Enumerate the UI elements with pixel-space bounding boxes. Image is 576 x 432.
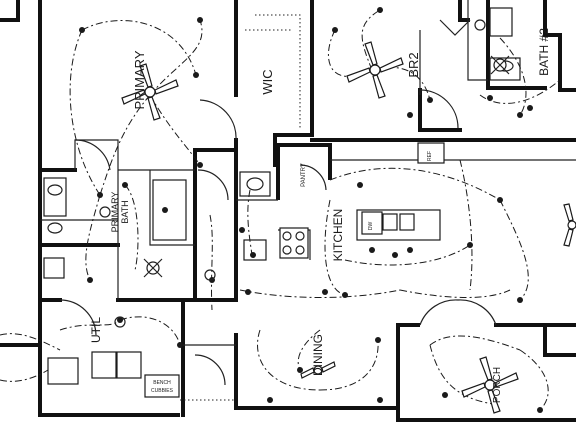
room-label-kitchen: KITCHEN bbox=[331, 209, 345, 262]
dryer bbox=[116, 351, 142, 379]
exhaust-fan-primary-bath bbox=[143, 258, 163, 278]
refrigerator bbox=[417, 142, 445, 164]
ceiling-fan-porch bbox=[461, 356, 519, 414]
room-label-primary-bath-1: PRIMARY bbox=[110, 192, 120, 233]
powder-vanity bbox=[239, 171, 271, 197]
label-bench: BENCH bbox=[153, 380, 171, 386]
util-sink bbox=[47, 357, 79, 385]
circuit-runs bbox=[0, 9, 561, 411]
primary-vanity bbox=[43, 177, 67, 217]
primary-toilet bbox=[43, 257, 65, 279]
detail-lines bbox=[40, 0, 576, 401]
room-label-bath2: BATH #2 bbox=[537, 28, 551, 76]
bath2-toilet bbox=[489, 7, 513, 37]
dishwasher bbox=[361, 211, 383, 235]
ceiling-fan-edge bbox=[563, 203, 576, 247]
label-cubbies: CUBBIES bbox=[151, 388, 174, 394]
sink-bowl-left bbox=[382, 213, 398, 231]
label-refrigerator: REF bbox=[427, 151, 433, 161]
walls bbox=[0, 0, 576, 422]
ceiling-fan-br2 bbox=[346, 41, 404, 99]
washer bbox=[91, 351, 117, 379]
ceiling-fan-dining bbox=[300, 361, 336, 379]
room-label-porch: PORCH bbox=[492, 367, 503, 403]
electrical-devices bbox=[79, 7, 543, 413]
bench-cubbies bbox=[144, 374, 180, 398]
exhaust-fan-bath2 bbox=[490, 55, 510, 75]
primary-bathtub bbox=[152, 179, 187, 241]
label-dishwasher: DW bbox=[368, 222, 374, 231]
room-label-primary: PRIMARY bbox=[132, 50, 147, 109]
room-label-util: UTIL bbox=[89, 317, 103, 343]
room-label-dining: DINING bbox=[311, 334, 325, 376]
room-label-wic: WIC bbox=[260, 69, 275, 94]
room-label-primary-bath-2: BATH bbox=[120, 200, 130, 223]
room-label-pantry: PANTRY bbox=[301, 163, 307, 187]
room-label-br2: BR2 bbox=[406, 52, 421, 77]
ceiling-fan-primary bbox=[121, 63, 179, 121]
sink-bowl-right bbox=[399, 213, 415, 231]
powder-toilet bbox=[243, 239, 267, 261]
